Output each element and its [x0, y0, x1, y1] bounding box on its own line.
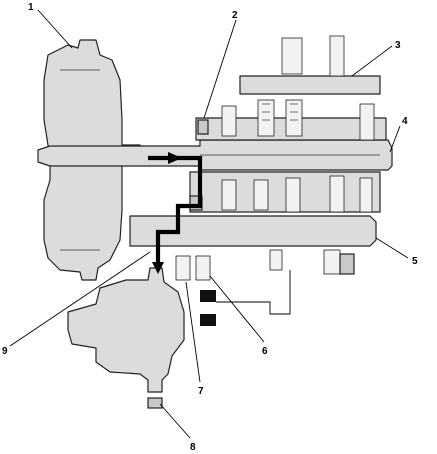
actuator-block — [200, 270, 291, 326]
callout-4: 4 — [402, 116, 408, 127]
leader-lines — [9, 9, 409, 439]
callout-8: 8 — [190, 442, 196, 453]
countershaft — [129, 215, 377, 281]
mainshaft-gear-cluster — [189, 171, 381, 213]
callout-5: 5 — [412, 256, 418, 267]
callout-2: 2 — [232, 10, 238, 21]
callout-6: 6 — [262, 346, 268, 357]
differential — [67, 267, 185, 409]
mainshaft — [37, 139, 393, 171]
callout-1: 1 — [28, 2, 34, 13]
secondary-shaft-assembly — [195, 35, 387, 141]
callout-3: 3 — [395, 40, 401, 51]
callout-9: 9 — [2, 346, 8, 357]
callout-7: 7 — [198, 386, 204, 397]
power-flow-arrow — [148, 152, 203, 274]
callouts: 1 2 3 4 5 6 7 8 9 — [2, 2, 418, 453]
